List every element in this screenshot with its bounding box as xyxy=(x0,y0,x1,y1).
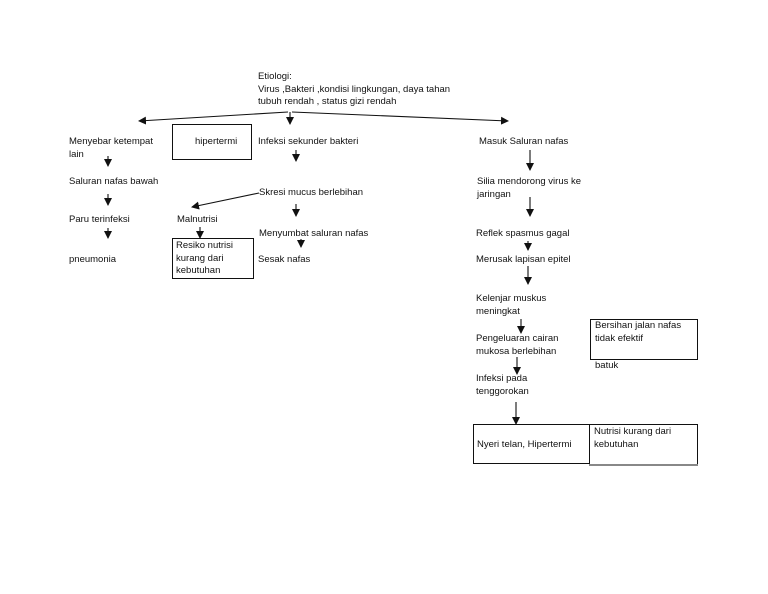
node-paru-terinfeksi: Paru terinfeksi xyxy=(69,214,130,225)
node-menyebar: Menyebar ketempat lain xyxy=(69,136,153,160)
branch-arrow-left xyxy=(138,111,289,125)
node-saluran-bawah: Saluran nafas bawah xyxy=(69,176,159,187)
resiko-box xyxy=(172,238,254,279)
arrow-skresi-to-malnutrisi xyxy=(191,192,260,210)
bersihan-box xyxy=(590,319,698,360)
node-infeksi-sekunder: Infeksi sekunder bakteri xyxy=(258,136,359,147)
node-pengeluaran: Pengeluaran cairan mukosa berlebihan xyxy=(476,333,559,357)
node-skresi-mucus: Skresi mucus berlebihan xyxy=(259,187,364,198)
node-malnutrisi: Malnutrisi xyxy=(177,214,218,225)
node-merusak: Merusak lapisan epitel xyxy=(476,254,571,265)
node-resiko-nutrisi: Resiko nutrisi kurang dari kebutuhan xyxy=(176,240,234,276)
node-masuk-saluran: Masuk Saluran nafas xyxy=(479,136,569,147)
node-infeksi-tenggorokan: Infeksi pada tenggorokan xyxy=(476,373,529,397)
branch-arrow-right xyxy=(291,111,509,125)
node-pneumonia: pneumonia xyxy=(69,254,117,265)
node-reflek: Reflek spasmus gagal xyxy=(476,228,570,239)
nyeri-box xyxy=(473,424,590,464)
node-nyeri-telan: Nyeri telan, Hipertermi xyxy=(477,439,572,450)
node-nutrisi-kurang: Nutrisi kurang dari kebutuhan xyxy=(594,426,672,450)
node-kelenjar: Kelenjar muskus meningkat xyxy=(476,293,547,317)
node-bersihan: Bersihan jalan nafas tidak efektif xyxy=(595,320,682,344)
node-menyumbat: Menyumbat saluran nafas xyxy=(259,228,369,239)
node-sesak-nafas: Sesak nafas xyxy=(258,254,311,265)
node-batuk: batuk xyxy=(595,360,619,371)
root-etiologi: Etiologi: Virus ,Bakteri ,kondisi lingku… xyxy=(258,71,451,107)
nutrisi-box xyxy=(589,424,698,464)
node-silia: Silia mendorong virus ke jaringan xyxy=(477,176,582,200)
hipertermi-box xyxy=(172,124,252,160)
node-hipertermi: hipertermi xyxy=(195,136,238,147)
